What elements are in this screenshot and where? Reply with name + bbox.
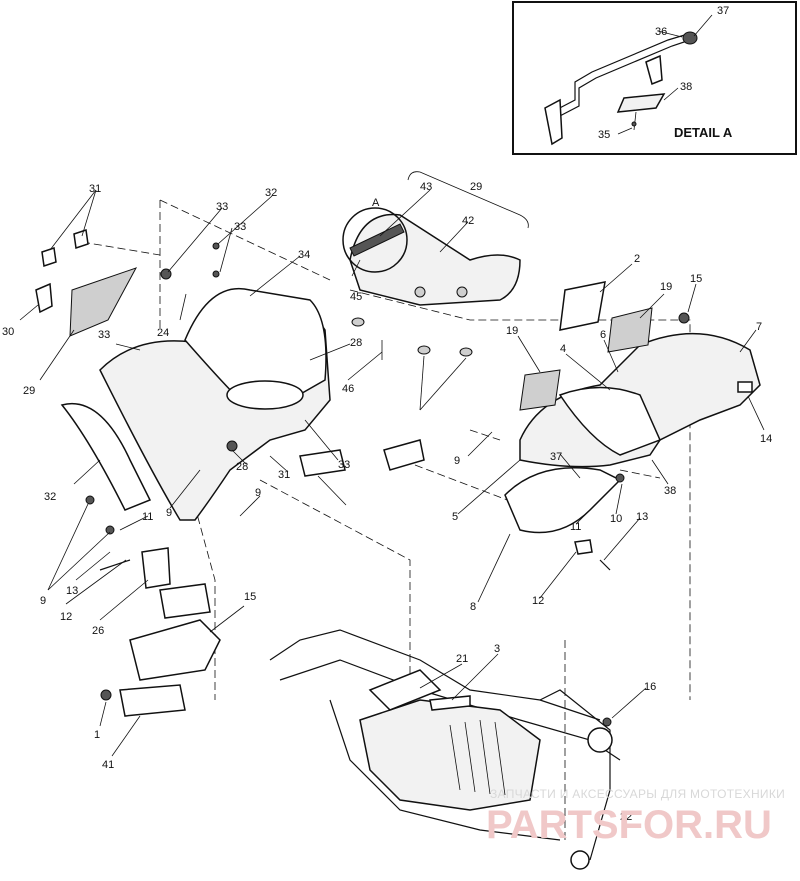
callout: 6	[600, 329, 606, 341]
seat-assembly: A	[342, 171, 529, 360]
callout: 28	[350, 337, 362, 349]
skid-plate-17	[129, 619, 221, 681]
callout: 7	[756, 321, 762, 333]
front-flap-8	[504, 467, 622, 534]
callout: 3	[494, 643, 500, 655]
decal-2	[559, 281, 606, 331]
callout: 12	[60, 611, 72, 623]
callout: 33	[98, 329, 110, 341]
callout: 37	[717, 5, 729, 17]
callout: 10	[610, 513, 622, 525]
callout: 13	[66, 585, 78, 597]
watermark: ЗАПЧАСТИ И АКСЕССУАРЫ ДЛЯ МОТОТЕХНИКИ PA…	[486, 787, 785, 847]
callout: 11	[142, 511, 153, 523]
fastener-16	[602, 717, 612, 727]
callout: 5	[452, 511, 458, 523]
detail-a-circle	[342, 207, 408, 273]
callout: 41	[102, 759, 114, 771]
rear-fender-opening	[226, 380, 304, 410]
callout: 28	[236, 461, 248, 473]
detail-a-ref: A	[372, 197, 380, 209]
callout: 43	[420, 181, 432, 193]
fastener-1	[100, 689, 112, 701]
callout: 29	[470, 181, 482, 193]
callout: 42	[462, 215, 474, 227]
callout: 9	[166, 507, 172, 519]
detail-a-title: DETAIL A	[674, 125, 733, 140]
callout: 9	[40, 595, 46, 607]
callout: 13	[636, 511, 648, 523]
callout: 38	[680, 81, 692, 93]
callout: 32	[44, 491, 56, 503]
callout: 37	[550, 451, 562, 463]
callout: 11	[570, 521, 581, 533]
decal-19b	[607, 307, 653, 353]
leader-lines	[19, 189, 765, 757]
callout: 31	[89, 183, 101, 195]
clip-31a	[41, 247, 57, 267]
pad-40	[119, 684, 186, 717]
callout: 30	[2, 326, 14, 338]
frame-engine	[100, 619, 621, 870]
callout: 19	[506, 325, 518, 337]
callout: 9	[454, 455, 460, 467]
watermark-tagline: ЗАПЧАСТИ И АКСЕССУАРЫ ДЛЯ МОТОТЕХНИКИ	[490, 787, 785, 801]
callout: 33	[338, 459, 350, 471]
callout: 32	[265, 187, 277, 199]
rear-fender-assembly	[35, 229, 346, 619]
decal-19a	[519, 369, 561, 411]
bracket-25	[141, 547, 171, 589]
callout: 33	[234, 221, 246, 233]
detail-a-inset: DETAIL A	[512, 1, 797, 155]
callout: 24	[157, 327, 169, 339]
seat-38	[349, 213, 521, 306]
bracket-29	[69, 267, 138, 337]
watermark-logo: PARTSFOR.RU	[486, 803, 772, 847]
grommet-icon	[682, 31, 698, 45]
callout: 36	[655, 26, 667, 38]
callout: 2	[634, 253, 640, 265]
callout: 46	[342, 383, 354, 395]
front-fender-assembly	[383, 281, 761, 571]
callout: 34	[298, 249, 310, 261]
fastener-15	[678, 312, 690, 324]
strap-3	[429, 695, 471, 711]
fuel-tank-21	[368, 669, 442, 711]
callout: 15	[690, 273, 702, 285]
rear-flap-27	[60, 403, 152, 511]
callout: 16	[644, 681, 656, 693]
callout: 38	[664, 485, 676, 497]
callout: 12	[532, 595, 544, 607]
callout: 19	[660, 281, 672, 293]
clip-30	[35, 282, 53, 314]
callout: 14	[760, 433, 772, 445]
callout: 4	[560, 343, 566, 355]
pad-46	[616, 93, 666, 113]
callout: 35	[598, 129, 610, 141]
clip-31b	[73, 229, 89, 249]
callout: 22	[620, 811, 632, 823]
callout: 8	[470, 601, 476, 613]
callouts: 36 37 38 35 31 32 33 33 34 30 29 33 24 2…	[2, 5, 772, 823]
callout: 9	[255, 487, 261, 499]
callout: 26	[92, 625, 104, 637]
callout: 31	[278, 469, 290, 481]
callout: 15	[244, 591, 256, 603]
callout: 33	[216, 201, 228, 213]
callout: 29	[23, 385, 35, 397]
callout: 1	[94, 729, 100, 741]
callout: 21	[456, 653, 468, 665]
callout: 45	[350, 291, 362, 303]
